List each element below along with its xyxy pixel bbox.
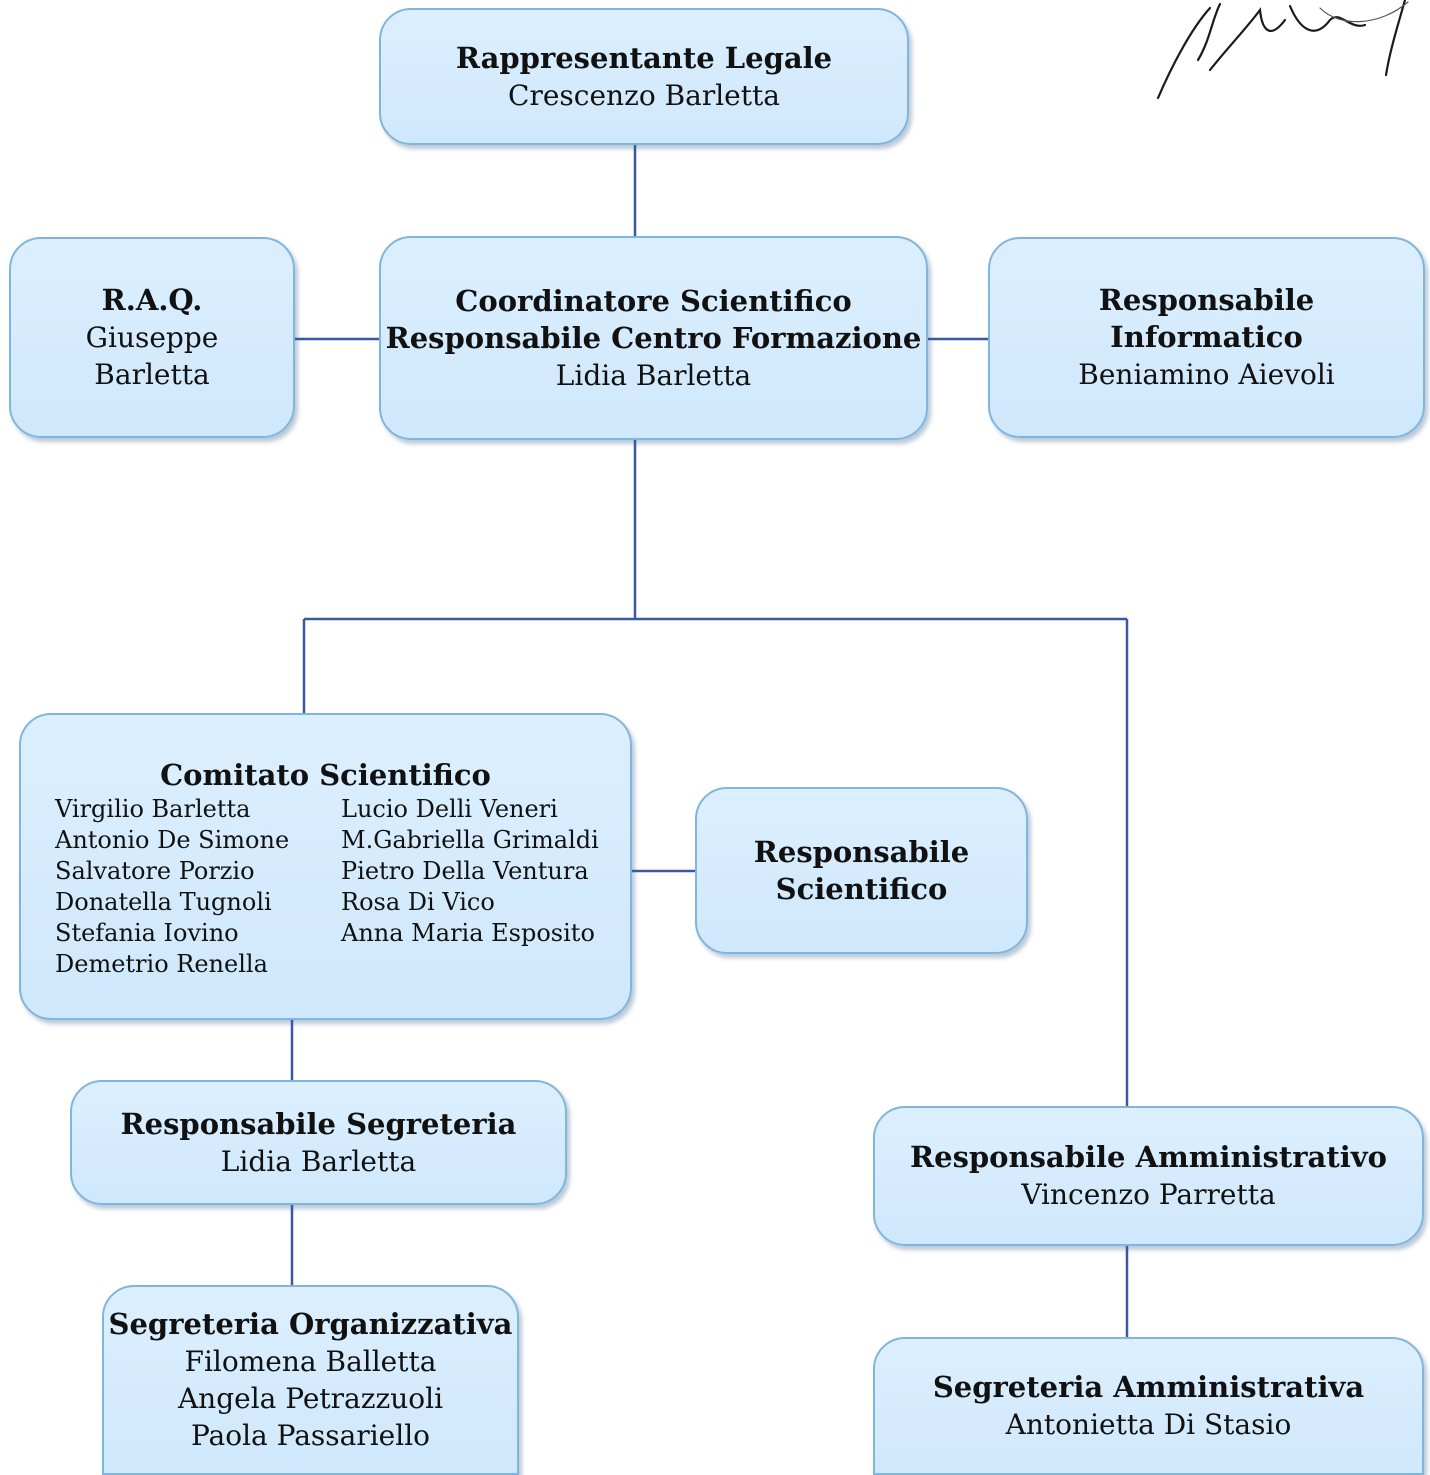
node-person: Lidia Barletta <box>220 1144 417 1178</box>
node-comitato-scientifico: Comitato Scientifico Virgilio Barletta A… <box>19 713 632 1020</box>
node-responsabile-informatico: Responsabile Informatico Beniamino Aievo… <box>988 237 1425 438</box>
node-title: Comitato Scientifico <box>160 758 491 792</box>
node-title-line2: Responsabile Centro Formazione <box>385 320 922 355</box>
node-person: Filomena Balletta <box>184 1345 437 1378</box>
node-responsabile-segreteria: Responsabile Segreteria Lidia Barletta <box>70 1080 567 1205</box>
member-name: Virgilio Barletta <box>55 795 251 823</box>
node-person: Vincenzo Parretta <box>1021 1178 1276 1211</box>
node-segreteria-organizzativa: Segreteria Organizzativa Filomena Ballet… <box>102 1285 519 1475</box>
node-coordinatore-scientifico: Coordinatore Scientifico Responsabile Ce… <box>379 236 928 440</box>
member-name: M.Gabriella Grimaldi <box>341 826 599 854</box>
member-name: Pietro Della Ventura <box>341 857 589 885</box>
node-title: Segreteria Organizzativa <box>108 1307 513 1341</box>
member-name: Demetrio Renella <box>55 950 268 978</box>
node-responsabile-amministrativo: Responsabile Amministrativo Vincenzo Par… <box>873 1106 1424 1246</box>
comitato-members: Virgilio Barletta Antonio De Simone Salv… <box>21 794 630 980</box>
node-title-line2: Informatico <box>1110 320 1303 354</box>
member-name: Stefania Iovino <box>55 919 239 947</box>
node-person: Beniamino Aievoli <box>1078 358 1335 391</box>
member-name: Rosa Di Vico <box>341 888 495 916</box>
signature-icon <box>1156 0 1409 100</box>
node-title-line1: Coordinatore Scientifico <box>455 283 852 318</box>
node-person-line2: Barletta <box>94 358 210 391</box>
member-name: Antonio De Simone <box>55 826 290 854</box>
comitato-members-right: Lucio Delli Veneri M.Gabriella Grimaldi … <box>341 794 599 980</box>
member-name: Donatella Tugnoli <box>55 888 272 916</box>
node-title: Responsabile Segreteria <box>120 1106 517 1141</box>
node-title: Segreteria Amministrativa <box>932 1370 1365 1404</box>
node-title-line1: Responsabile <box>753 834 970 869</box>
node-raq: R.A.Q. Giuseppe Barletta <box>9 237 295 438</box>
node-segreteria-amministrativa: Segreteria Amministrativa Antonietta Di … <box>873 1337 1424 1475</box>
member-name: Salvatore Porzio <box>55 857 255 885</box>
node-person: Paola Passariello <box>190 1419 431 1452</box>
node-person: Lidia Barletta <box>555 358 752 392</box>
node-title-line2: Scientifico <box>775 871 948 906</box>
node-title: R.A.Q. <box>101 283 203 317</box>
node-rappresentante-legale: Rappresentante Legale Crescenzo Barletta <box>379 8 909 145</box>
node-title: Rappresentante Legale <box>455 40 833 75</box>
node-person-line1: Giuseppe <box>85 321 219 354</box>
member-name: Lucio Delli Veneri <box>341 795 558 823</box>
node-person: Angela Petrazzuoli <box>177 1382 444 1415</box>
node-title-line1: Responsabile <box>1098 283 1315 317</box>
node-title: Responsabile Amministrativo <box>910 1140 1387 1174</box>
node-person: Crescenzo Barletta <box>508 78 780 112</box>
comitato-members-left: Virgilio Barletta Antonio De Simone Salv… <box>55 794 341 980</box>
member-name: Anna Maria Esposito <box>341 919 595 947</box>
node-responsabile-scientifico: Responsabile Scientifico <box>695 787 1028 954</box>
node-person: Antonietta Di Stasio <box>1005 1408 1292 1441</box>
